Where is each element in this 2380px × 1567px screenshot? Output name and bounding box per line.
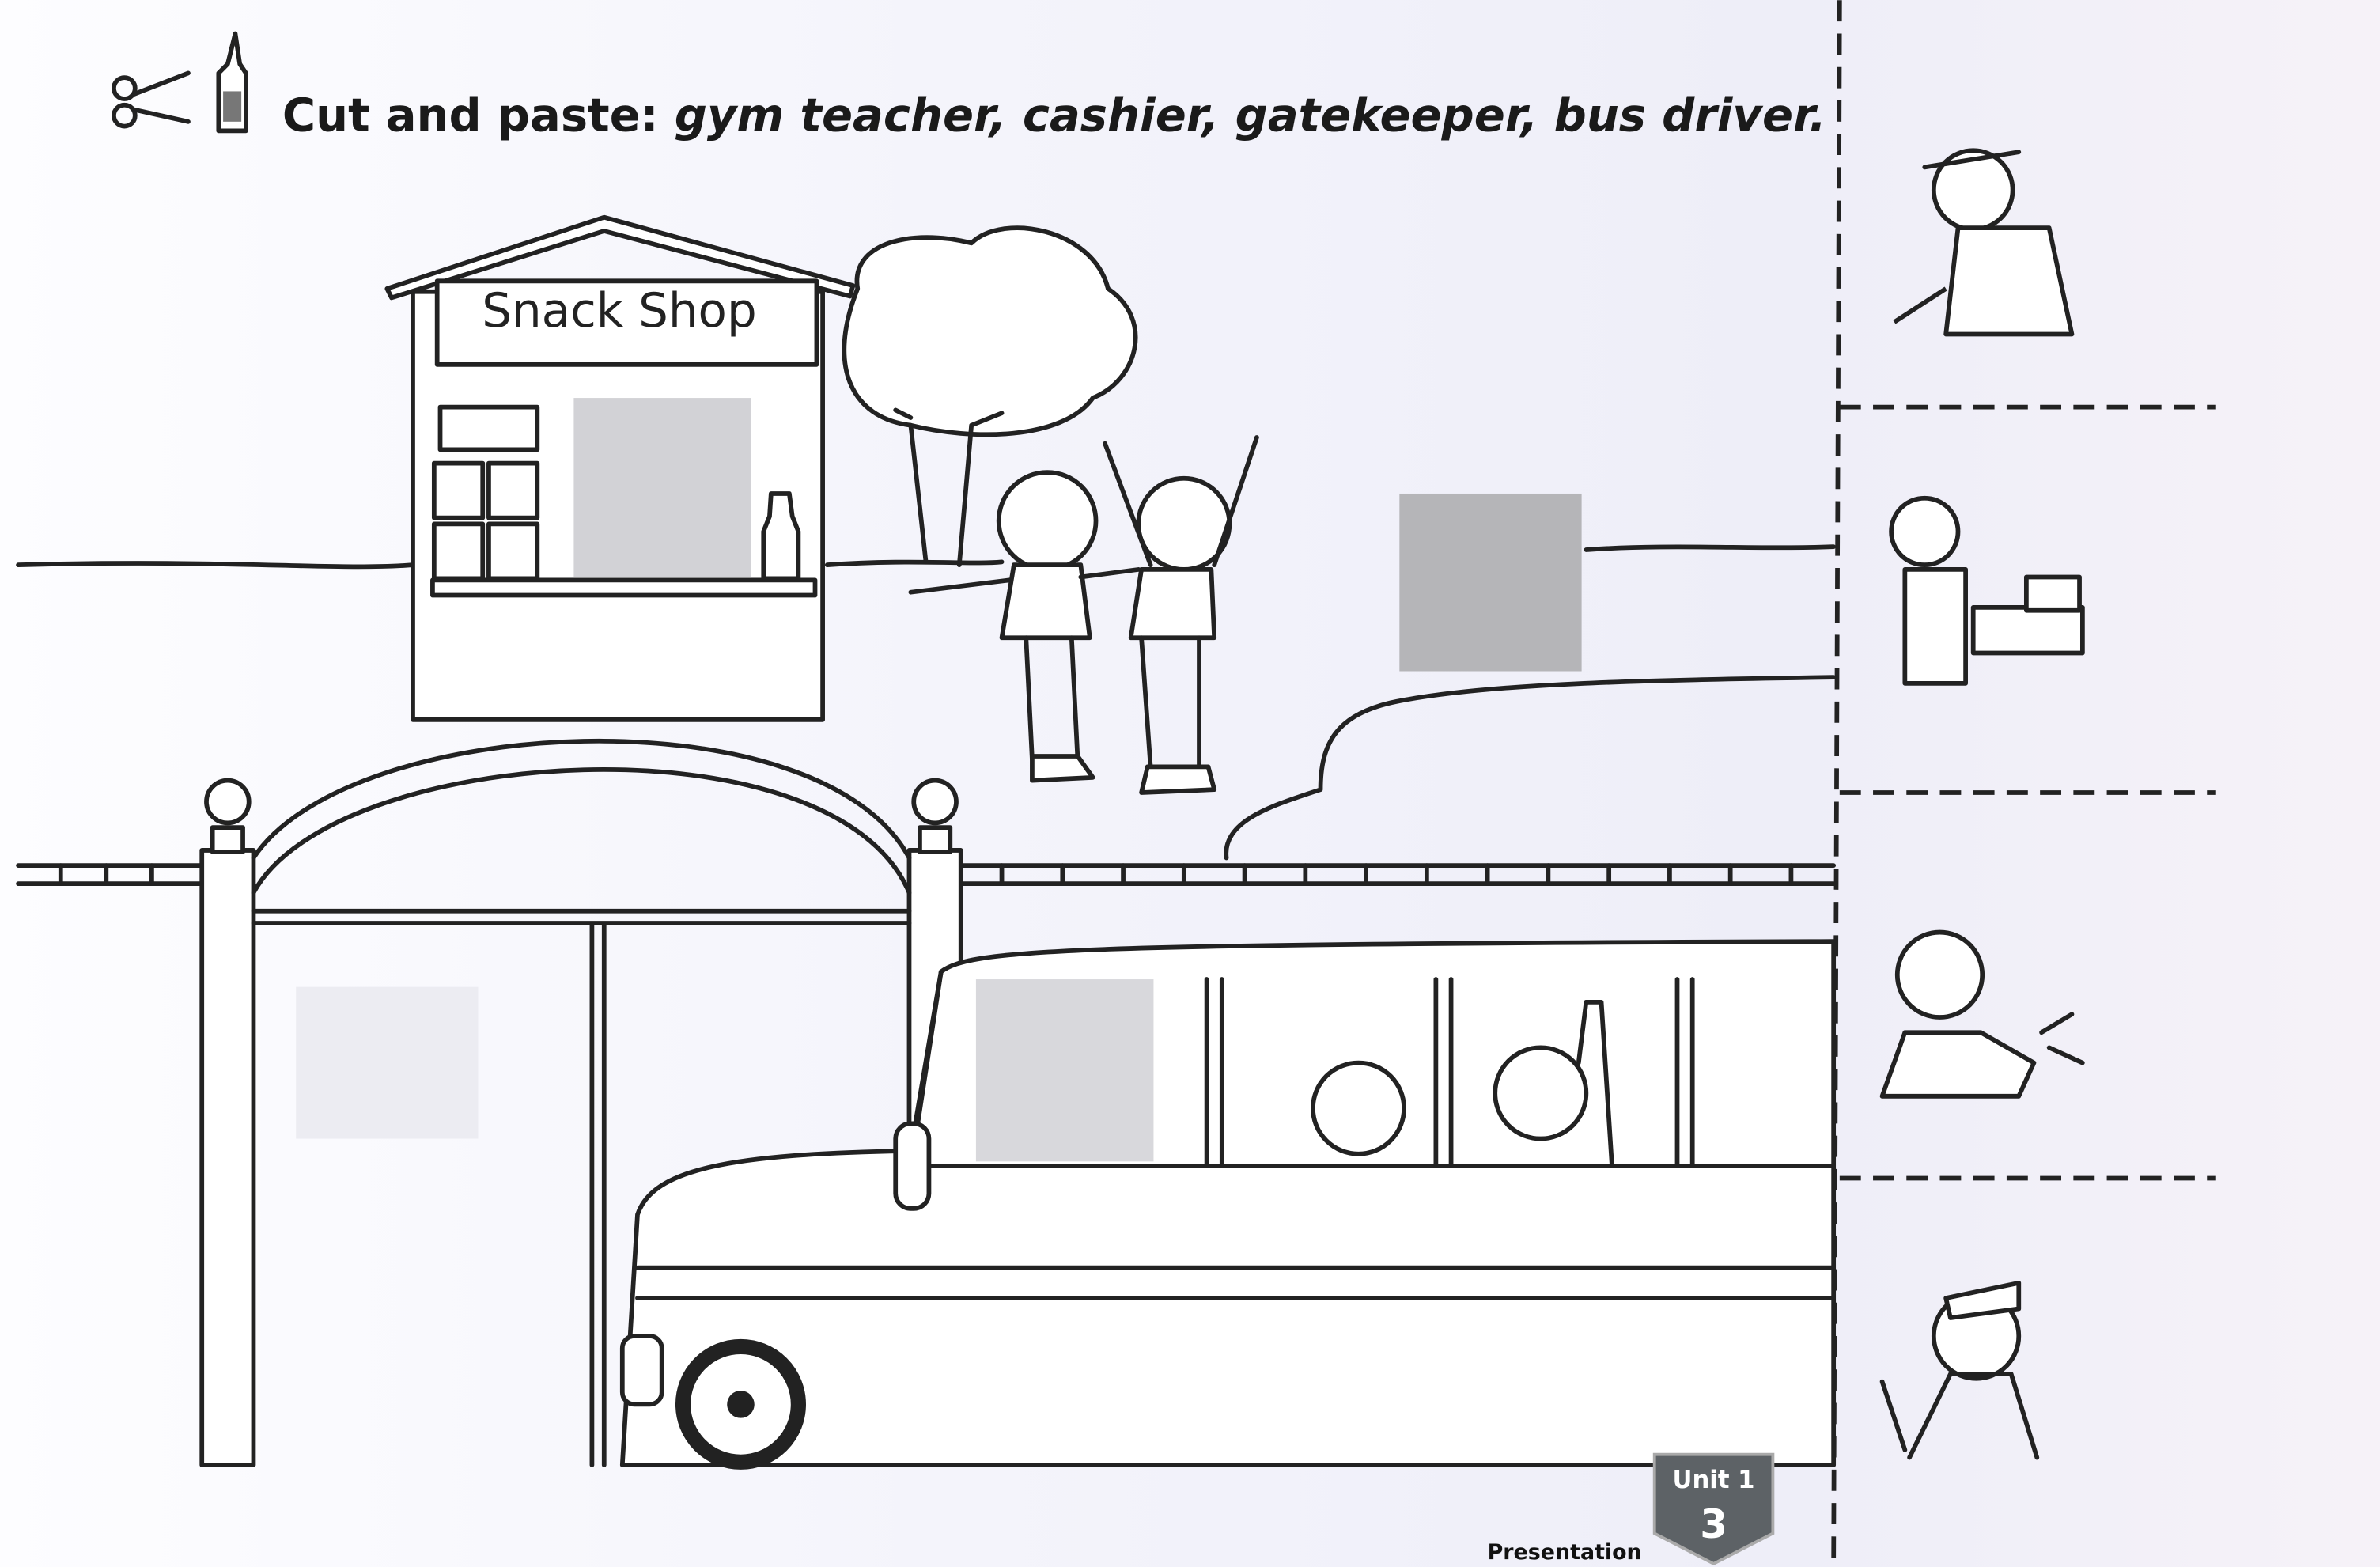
cutout-gym-teacher[interactable] [1893,148,2075,337]
bushes [1224,675,1837,861]
instruction-text: Cut and paste: gym teacher, cashier, gat… [282,89,1826,142]
cutout-bus-driver[interactable] [1879,1280,2040,1460]
snack-shop: Snack Shop [384,214,856,722]
cutout-gatekeeper[interactable] [1879,929,2085,1099]
children-waving [908,435,1259,795]
paste-area-bus-driver[interactable] [975,979,1154,1162]
glue-bottle-icon [216,31,248,134]
paste-area-cashier[interactable] [573,398,751,577]
cut-line-vertical [1831,0,1842,1567]
horizon-line [16,544,1837,570]
cut-lines-horizontal [1839,404,2216,1181]
cutout-cashier[interactable] [1889,495,2085,686]
scissors-icon [112,70,191,129]
school-bus [619,939,1837,1470]
section-label: Presentation [1488,1540,1642,1565]
paste-area-gym-teacher[interactable] [1399,493,1582,672]
shop-sign: Snack Shop [482,284,757,339]
tree [842,225,1138,568]
unit-badge: Unit 1 3 [1652,1452,1775,1566]
paste-area-gatekeeper[interactable] [296,986,479,1139]
page-number: 3 [1700,1501,1727,1547]
svg-text:Unit 1: Unit 1 [1673,1467,1755,1494]
